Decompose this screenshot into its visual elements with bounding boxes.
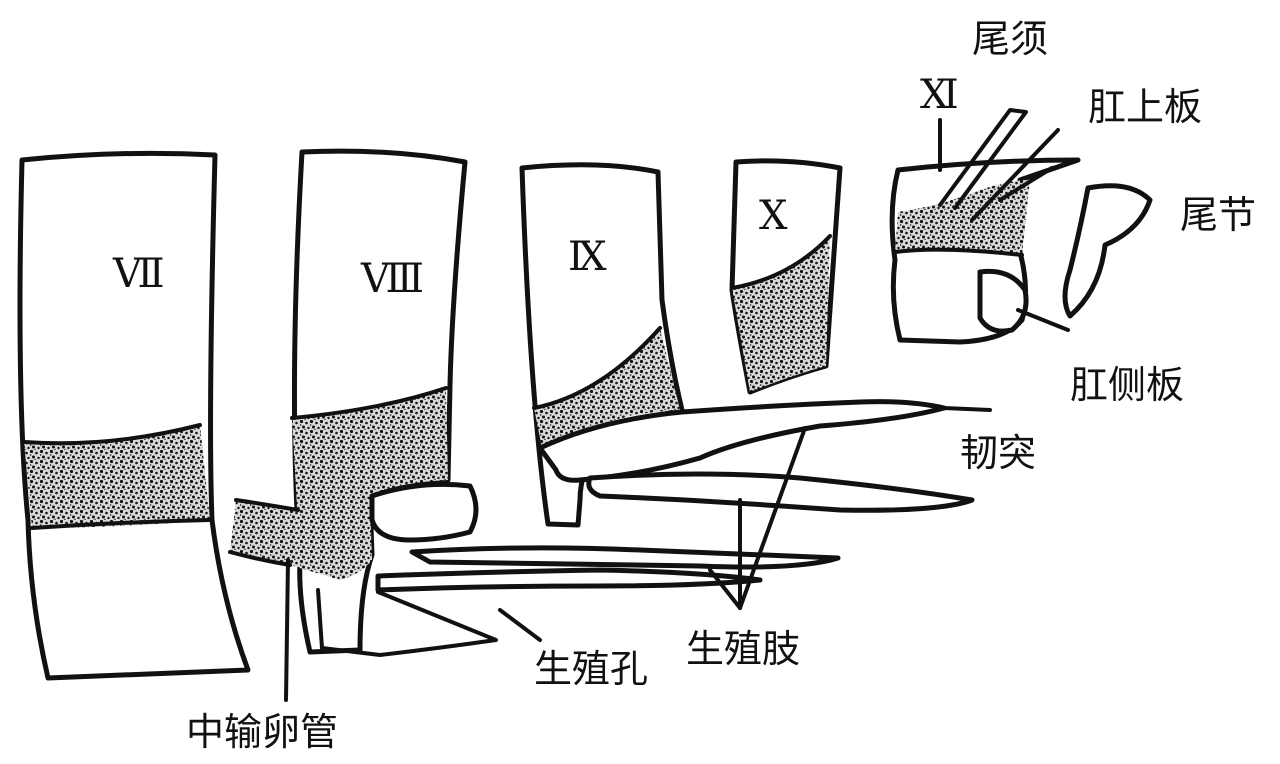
- segment-label-xi: Ⅺ: [920, 72, 959, 117]
- common-oviduct: [228, 498, 372, 702]
- label-telson: 尾节: [1180, 193, 1256, 237]
- label-gonapophyses: 生殖肢: [686, 627, 800, 671]
- segment-label-x: Ⅹ: [759, 193, 788, 238]
- segment-x: [729, 158, 843, 395]
- label-ligament: 韧突: [960, 431, 1036, 475]
- leader-lines: [498, 308, 1070, 642]
- label-epiproct: 肛上板: [1088, 85, 1202, 129]
- segment-label-viii: Ⅷ: [360, 256, 424, 301]
- segment-ix: [519, 162, 685, 528]
- segment-viii: [290, 148, 498, 657]
- segment-label-vii: Ⅶ: [112, 251, 165, 296]
- label-gonopore: 生殖孔: [534, 647, 648, 691]
- label-cercus: 尾须: [972, 17, 1048, 61]
- label-common-oviduct: 中输卵管: [186, 710, 338, 754]
- segment-xi: [889, 108, 1153, 345]
- segment-label-ix: Ⅸ: [568, 234, 607, 279]
- label-paraproct: 肛侧板: [1070, 363, 1184, 407]
- segment-vii: [17, 150, 251, 681]
